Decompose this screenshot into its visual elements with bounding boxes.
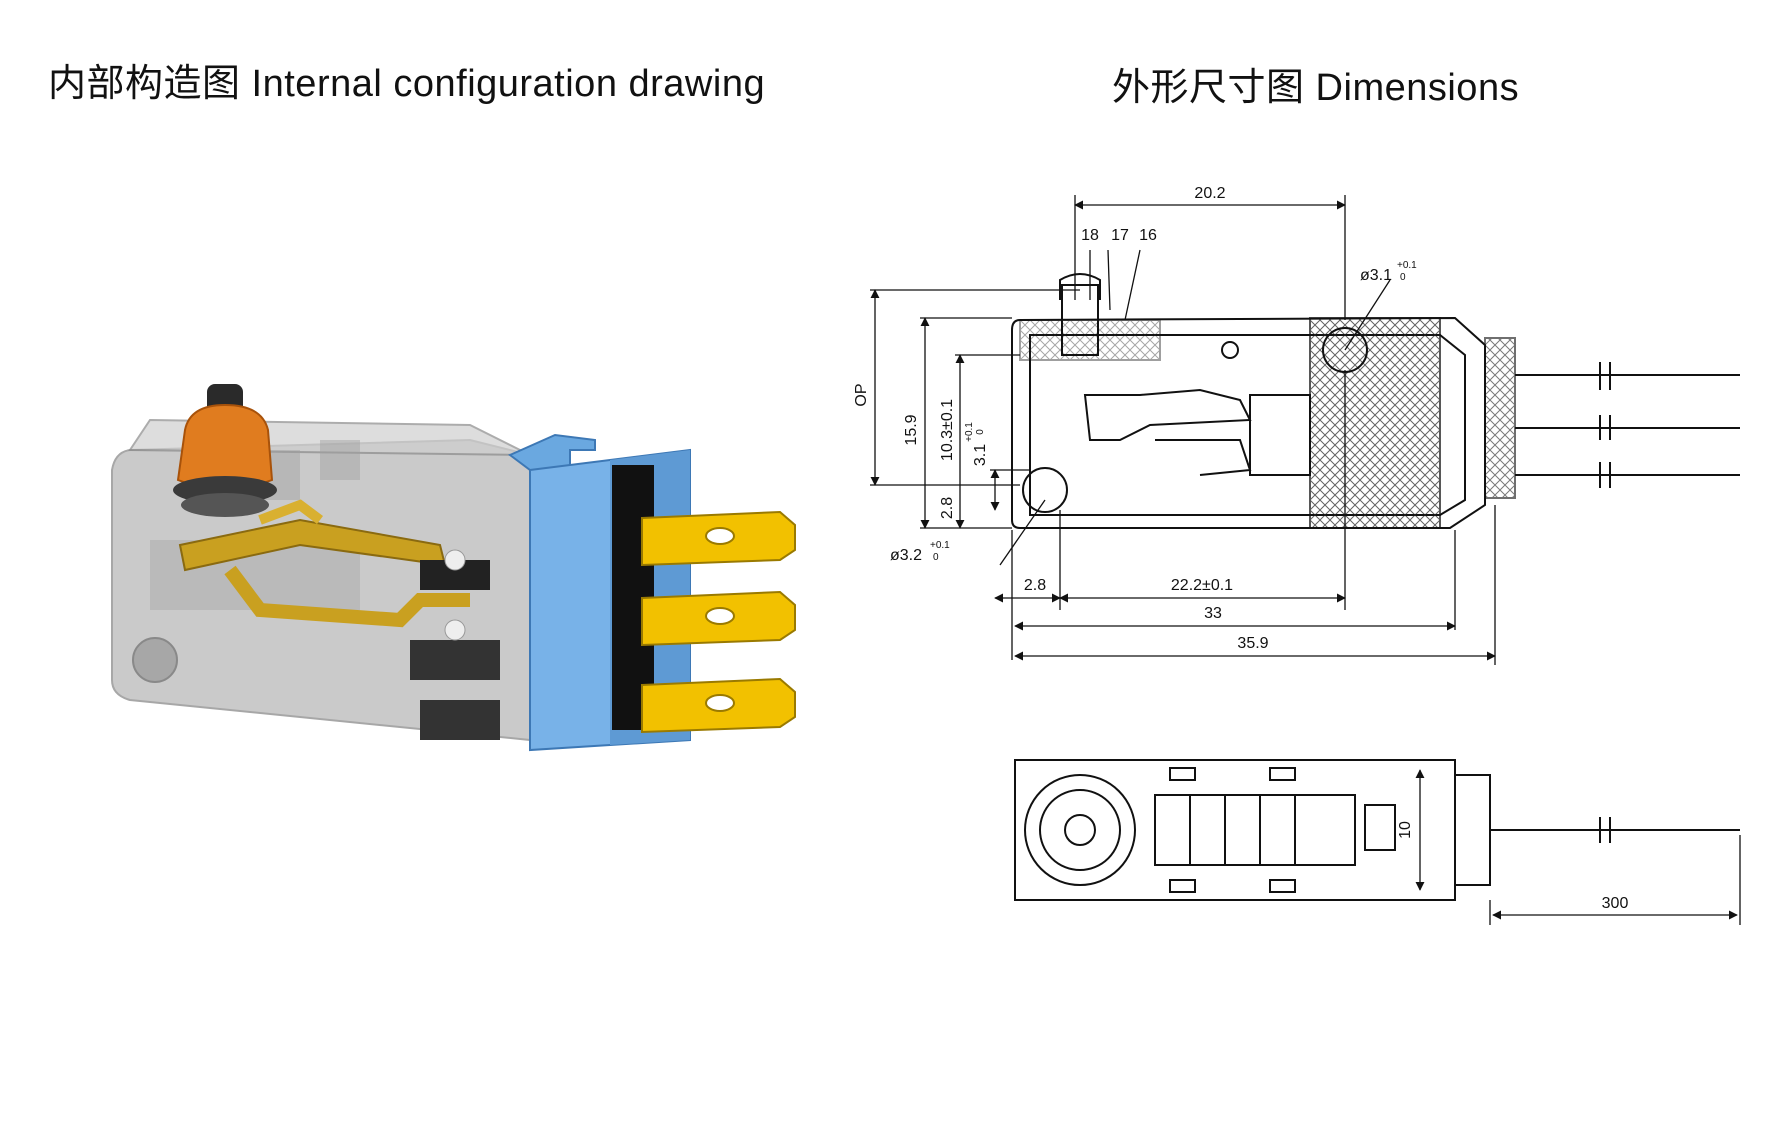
callout-18: 18 — [1081, 227, 1099, 244]
dim-hole-bottom-tol-zero: 0 — [933, 552, 939, 563]
dim-hole-bottom-tol-plus: +0.1 — [930, 540, 950, 551]
bottom-view — [1014, 759, 1741, 925]
dim-hole-top-tol-plus: +0.1 — [1397, 260, 1417, 271]
dim-hole-top: ø3.1 — [1360, 267, 1392, 284]
dim-35-9: 35.9 — [1237, 635, 1268, 652]
dim-hole-bottom: ø3.2 — [890, 547, 922, 564]
actuator-cap — [173, 384, 277, 517]
quick-connect-terminals — [641, 510, 796, 734]
dim-op: OP — [853, 383, 870, 406]
internal-lever — [178, 499, 500, 740]
internal-configuration-title: 内部构造图 Internal configuration drawing — [48, 63, 766, 105]
dim-300: 300 — [1602, 895, 1629, 912]
dim-33: 33 — [1204, 605, 1222, 622]
terminal-top — [641, 510, 796, 567]
side-view — [1011, 273, 1740, 529]
dim-10: 10 — [1397, 821, 1414, 839]
dim-hole-top-tol-zero: 0 — [1400, 272, 1406, 283]
internal-configuration-drawing — [111, 384, 796, 752]
dim-2-8-horizontal: 2.8 — [1024, 577, 1046, 594]
dimensions-title: 外形尺寸图 Dimensions — [1112, 67, 1520, 109]
dim-2-8-vertical: 2.8 — [939, 497, 956, 519]
terminal-middle — [641, 590, 796, 647]
callout-16: 16 — [1139, 227, 1157, 244]
terminal-bottom — [641, 677, 796, 734]
dim-22-2: 22.2±0.1 — [1171, 577, 1233, 594]
dim-15-9: 15.9 — [903, 414, 920, 445]
dimension-lines — [870, 195, 1496, 665]
dim-10-3: 10.3±0.1 — [939, 399, 956, 461]
dim-3-1: 3.1 — [972, 444, 989, 466]
dim-20-2: 20.2 — [1194, 185, 1225, 202]
dim-3-1-tol-zero: 0 — [975, 429, 986, 435]
dimension-labels: 20.2 18 17 16 ø3.1 +0.1 0 OP 15.9 10.3±0… — [853, 185, 1628, 912]
callout-17: 17 — [1111, 227, 1129, 244]
dim-3-1-tol-plus: +0.1 — [964, 422, 975, 442]
